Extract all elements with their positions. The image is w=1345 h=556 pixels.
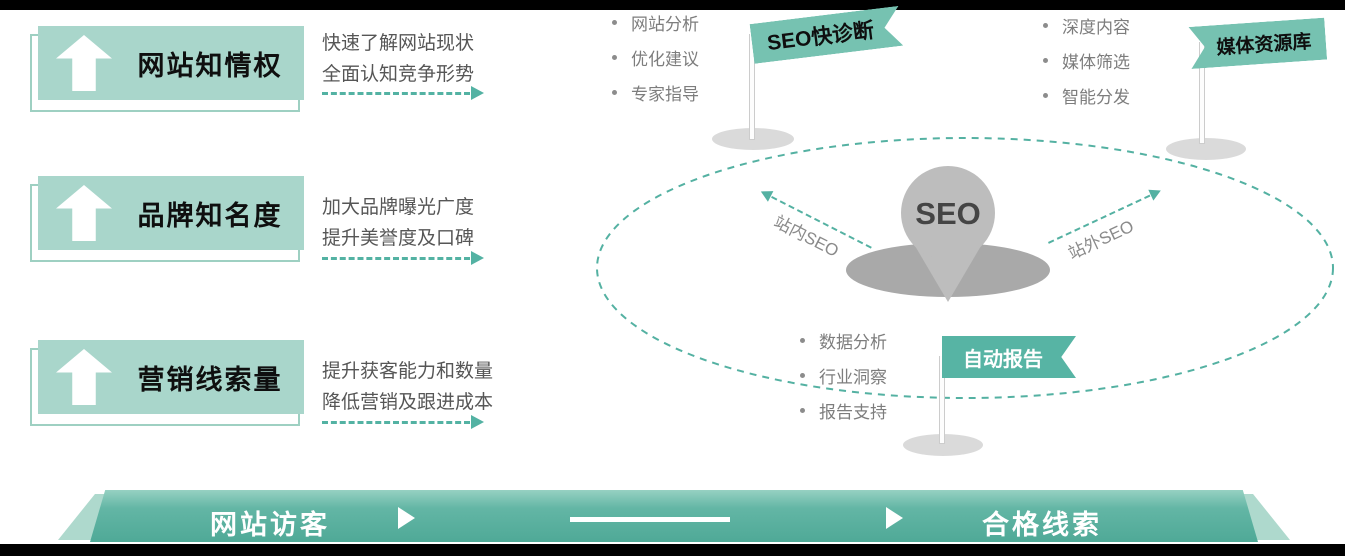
list-item: 智能分发 <box>1043 85 1130 107</box>
benefit-desc-line: 全面认知竞争形势 <box>322 64 475 85</box>
flag-pole <box>1199 42 1205 144</box>
benefit-desc-1: 快速了解网站现状 全面认知竞争形势 <box>322 28 474 90</box>
feature-list-3: 数据分析 行业洞察 报告支持 <box>800 330 887 435</box>
flow-arrow-icon <box>322 86 484 100</box>
seo-pin-icon <box>901 166 995 260</box>
feature-item-label: 媒体筛选 <box>1062 53 1130 72</box>
play-arrow-icon <box>398 507 415 529</box>
banner-divider-line <box>570 517 730 522</box>
list-item: 媒体筛选 <box>1043 50 1130 72</box>
list-item: 数据分析 <box>800 330 887 352</box>
list-item: 行业洞察 <box>800 365 887 387</box>
play-arrow-icon <box>886 507 903 529</box>
bottom-border <box>0 544 1345 556</box>
bullet-icon <box>612 20 617 25</box>
flow-arrow-icon <box>322 251 484 265</box>
dashed-orbit-ellipse <box>596 137 1334 399</box>
flag-pole <box>939 356 945 444</box>
flow-arrow-icon <box>322 415 484 429</box>
feature-item-label: 报告支持 <box>819 403 887 422</box>
bullet-icon <box>1043 93 1048 98</box>
bullet-icon <box>1043 23 1048 28</box>
benefit-desc-line: 降低营销及跟进成本 <box>322 392 494 413</box>
feature-item-label: 数据分析 <box>819 333 887 352</box>
benefit-desc-2: 加大品牌曝光广度 提升美誉度及口碑 <box>322 192 474 254</box>
top-border <box>0 0 1345 10</box>
list-item: 网站分析 <box>612 12 699 34</box>
feature-item-label: 优化建议 <box>631 50 699 69</box>
pin-label: SEO <box>915 196 980 231</box>
list-item: 深度内容 <box>1043 15 1130 37</box>
benefit-title-3: 营销线索量 <box>137 364 283 395</box>
banner-face <box>90 490 1258 542</box>
pole-shadow <box>1166 138 1246 160</box>
benefit-desc-line: 提升美誉度及口碑 <box>322 228 475 249</box>
feature-list-2: 深度内容 媒体筛选 智能分发 <box>1043 15 1130 120</box>
bullet-icon <box>1043 58 1048 63</box>
bullet-icon <box>800 373 805 378</box>
banner-left-label: 网站访客 <box>210 510 330 540</box>
benefit-desc-3: 提升获客能力和数量 降低营销及跟进成本 <box>322 356 493 418</box>
feature-item-label: 网站分析 <box>631 15 699 34</box>
bullet-icon <box>612 90 617 95</box>
feature-item-label: 智能分发 <box>1062 88 1130 107</box>
benefit-desc-line: 提升获客能力和数量 <box>322 361 494 382</box>
benefit-desc-line: 加大品牌曝光广度 <box>322 197 475 218</box>
benefit-desc-line: 快速了解网站现状 <box>322 33 475 54</box>
feature-list-1: 网站分析 优化建议 专家指导 <box>612 12 699 117</box>
benefit-box-1: 网站知情权 <box>38 26 304 100</box>
pole-shadow <box>903 434 983 456</box>
flag-pole <box>749 34 755 140</box>
benefit-box-3: 营销线索量 <box>38 340 304 414</box>
list-item: 优化建议 <box>612 47 699 69</box>
bullet-icon <box>800 408 805 413</box>
feature-item-label: 深度内容 <box>1062 18 1130 37</box>
list-item: 报告支持 <box>800 400 887 422</box>
benefit-title-2: 品牌知名度 <box>137 200 283 231</box>
feature-item-label: 专家指导 <box>631 85 699 104</box>
bullet-icon <box>612 55 617 60</box>
list-item: 专家指导 <box>612 82 699 104</box>
bullet-icon <box>800 338 805 343</box>
flag-auto-report: 自动报告 <box>942 336 1076 378</box>
feature-item-label: 行业洞察 <box>819 368 887 387</box>
benefit-box-2: 品牌知名度 <box>38 176 304 250</box>
benefit-title-1: 网站知情权 <box>137 50 283 81</box>
banner-right-label: 合格线索 <box>982 510 1102 540</box>
